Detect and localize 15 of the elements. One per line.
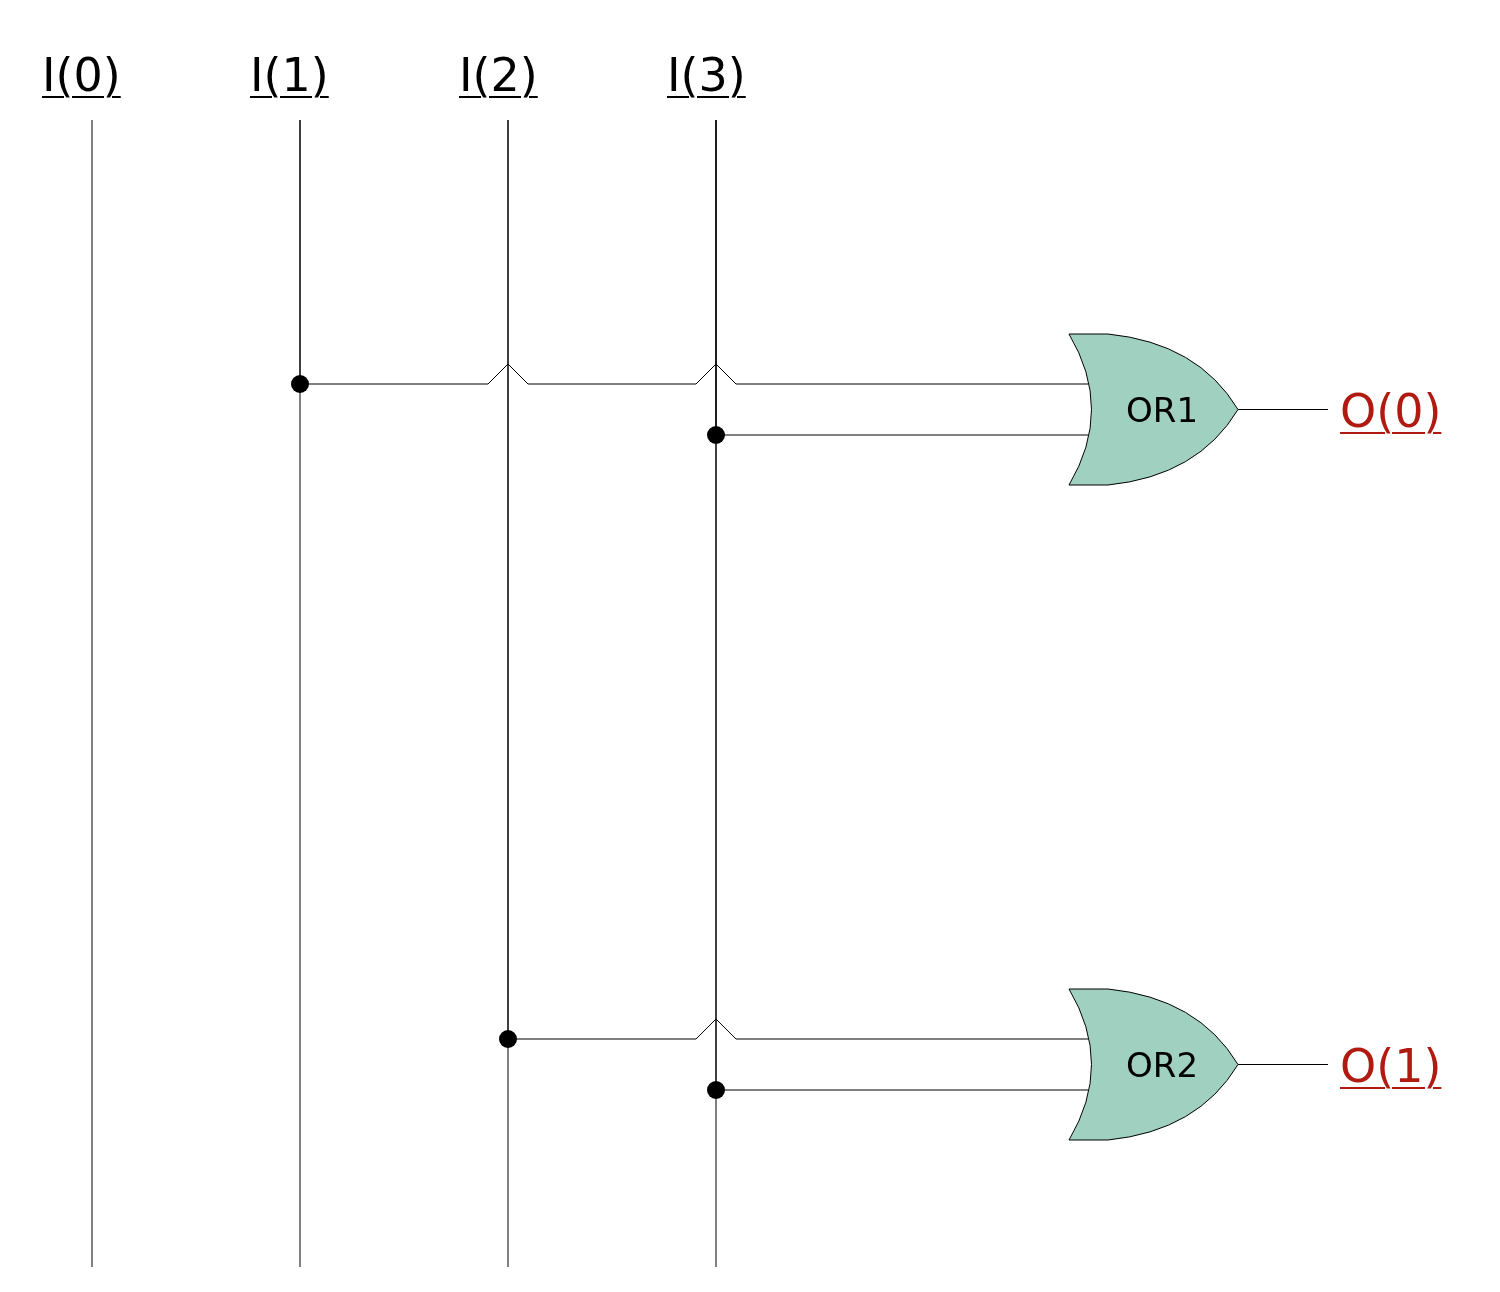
gate-label: OR1 [1126, 393, 1199, 427]
or-gate [1068, 333, 1240, 486]
or-gate [1068, 988, 1240, 1141]
gate-label: OR2 [1126, 1048, 1199, 1082]
wire [1237, 409, 1329, 410]
wire [1237, 1064, 1329, 1065]
input-label: I(0) [42, 52, 121, 98]
input-label: I(3) [667, 52, 746, 98]
input-label: I(1) [250, 52, 329, 98]
wire [299, 119, 1089, 385]
output-label: O(1) [1340, 1043, 1442, 1089]
output-label: O(0) [1340, 388, 1442, 434]
input-label: I(2) [459, 52, 538, 98]
wire [715, 119, 1089, 1091]
wire [507, 119, 1089, 1040]
